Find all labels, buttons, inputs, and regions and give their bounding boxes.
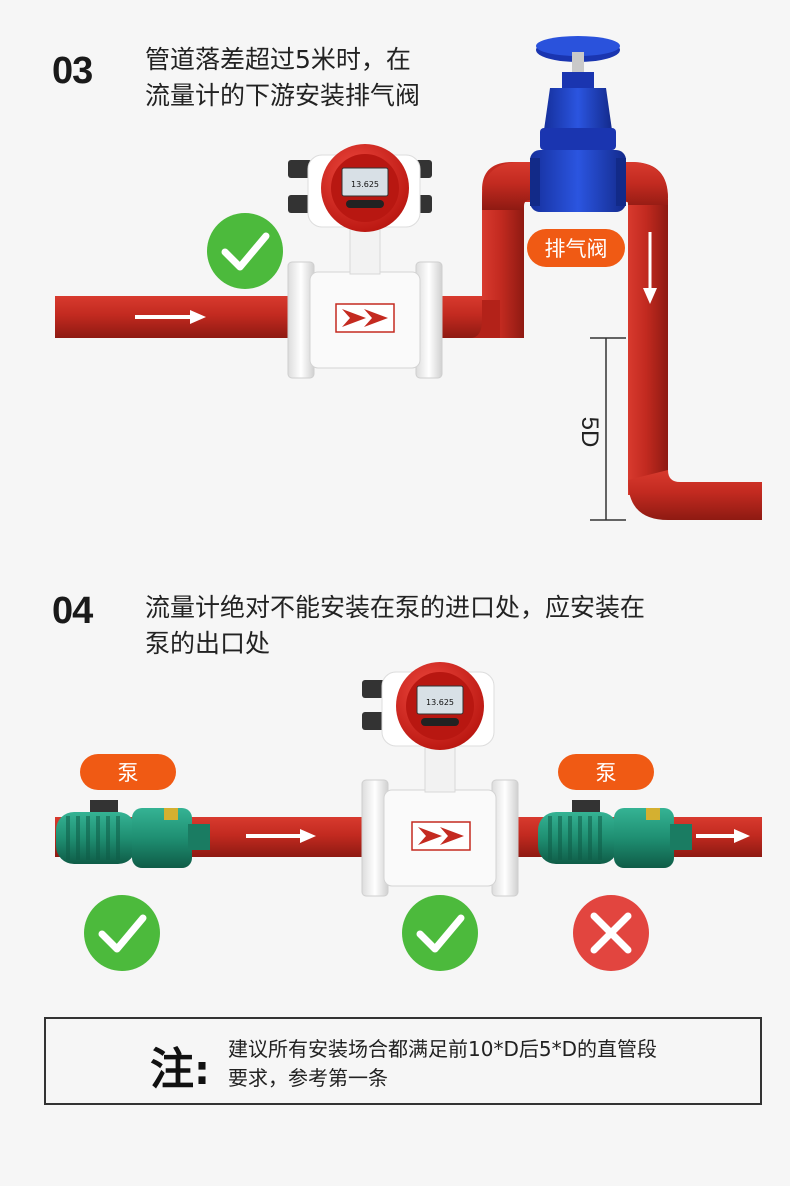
note-box <box>44 1017 762 1105</box>
pump-outlet-correct-icon <box>84 895 160 971</box>
meter-correct-icon <box>402 895 478 971</box>
section-4-flow-arrow-2 <box>696 829 750 843</box>
note-line-1: 建议所有安装场合都满足前10*D后5*D的直管段 <box>228 1037 657 1061</box>
section-4-line-1: 流量计绝对不能安装在泵的进口处，应安装在 <box>145 593 646 622</box>
distance-marker <box>590 337 626 521</box>
section-3-line-1: 管道落差超过5米时，在 <box>145 45 411 74</box>
note-label-text: 注 <box>150 1044 194 1095</box>
downcomer-pipe <box>628 205 668 495</box>
pump-right-pill <box>558 754 654 790</box>
section-4-description: 流量计绝对不能安装在泵的进口处，应安装在 泵的出口处 <box>145 590 645 662</box>
section-3-flow-meter: 13.625 <box>287 144 443 379</box>
pump-right <box>538 800 692 868</box>
valve-label-pill <box>527 229 625 267</box>
note-text: 建议所有安装场合都满足前10*D后5*D的直管段 要求，参考第一条 <box>228 1035 657 1093</box>
distance-label: 5D <box>576 417 603 448</box>
section-3-number: 03 <box>52 50 93 92</box>
outlet-pipe <box>628 470 762 520</box>
section-4-meter-reading: 13.625 <box>426 698 454 707</box>
exhaust-valve <box>530 36 626 212</box>
valve-label: 排气阀 <box>545 237 608 261</box>
section-3-correct-icon <box>207 213 283 289</box>
note-label: 注: <box>150 1033 210 1097</box>
section-4-number: 04 <box>52 590 93 632</box>
section-3-meter-reading: 13.625 <box>351 180 379 189</box>
section-3-flow-arrow-horizontal <box>135 310 206 324</box>
pump-left <box>56 800 210 868</box>
pump-inlet-wrong-icon <box>573 895 649 971</box>
pump-left-label: 泵 <box>118 761 139 785</box>
note-line-2: 要求，参考第一条 <box>228 1066 388 1090</box>
section-4-flow-meter: 13.625 <box>361 662 519 897</box>
section-3-line-2: 流量计的下游安装排气阀 <box>145 81 421 110</box>
section-4-flow-arrow-1 <box>246 829 316 843</box>
pump-right-label: 泵 <box>596 761 617 785</box>
section-3-description: 管道落差超过5米时，在 流量计的下游安装排气阀 <box>145 42 420 114</box>
note-colon: : <box>194 1048 210 1094</box>
pump-left-pill <box>80 754 176 790</box>
section-4-line-2: 泵的出口处 <box>145 629 271 658</box>
section-3-flow-arrow-down <box>643 232 657 304</box>
